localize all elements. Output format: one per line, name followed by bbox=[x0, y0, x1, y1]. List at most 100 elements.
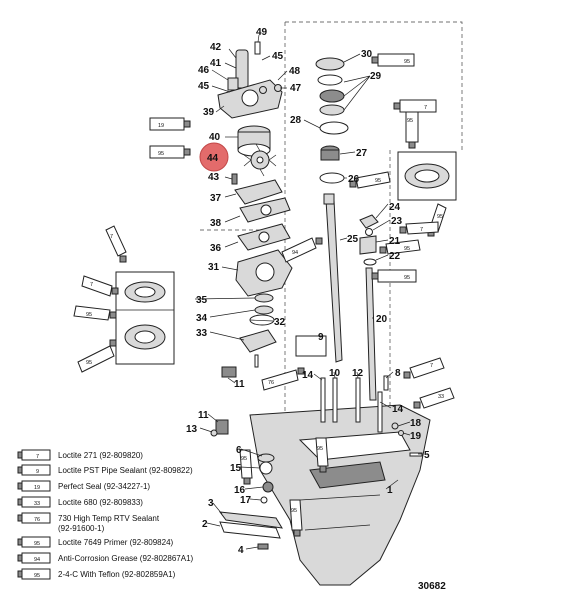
part-44-impeller bbox=[243, 143, 277, 177]
part-33-plate bbox=[239, 329, 277, 353]
svg-text:Loctite 271 (92-809820): Loctite 271 (92-809820) bbox=[58, 451, 143, 460]
callout-40: 40 bbox=[209, 132, 221, 143]
svg-text:76: 76 bbox=[268, 380, 274, 386]
tube-95-22: 95 bbox=[371, 269, 417, 283]
callout-4: 4 bbox=[238, 545, 244, 556]
callout-48: 48 bbox=[289, 66, 301, 77]
callout-20: 20 bbox=[376, 314, 388, 325]
callout-1: 1 bbox=[387, 485, 393, 496]
tube-7-inset: 7 bbox=[81, 275, 119, 297]
legend-row-2: 9 Loctite PST Pipe Sealant (92-809822) bbox=[17, 464, 193, 476]
svg-text:7: 7 bbox=[420, 227, 423, 233]
svg-text:2-4-C With Teflon (92-802859A1: 2-4-C With Teflon (92-802859A1) bbox=[58, 570, 176, 579]
callout-16: 16 bbox=[234, 485, 246, 496]
callout-42: 42 bbox=[210, 42, 222, 53]
svg-text:(92-91600-1): (92-91600-1) bbox=[58, 524, 105, 533]
part-4-screw bbox=[257, 543, 269, 550]
callout-28: 28 bbox=[290, 115, 302, 126]
sealant-legend: 7 Loctite 271 (92-809820) 9 Loctite PST … bbox=[17, 449, 194, 580]
svg-text:94: 94 bbox=[292, 250, 298, 256]
gearcase-housing bbox=[210, 335, 431, 586]
tube-95-44: 95 bbox=[149, 145, 191, 159]
svg-text:33: 33 bbox=[438, 394, 444, 400]
callout-18: 18 bbox=[410, 418, 422, 429]
callout-27: 27 bbox=[356, 148, 368, 159]
callout-46: 46 bbox=[198, 65, 210, 76]
callout-14: 14 bbox=[392, 404, 404, 415]
callout-26: 26 bbox=[348, 174, 360, 185]
tube-95-25: 94 bbox=[281, 237, 323, 263]
callout-19: 19 bbox=[410, 431, 422, 442]
callout-35: 35 bbox=[196, 295, 208, 306]
callout-17: 17 bbox=[240, 495, 252, 506]
svg-text:94: 94 bbox=[34, 557, 40, 563]
svg-text:95: 95 bbox=[86, 360, 92, 366]
callout-22: 22 bbox=[389, 251, 401, 262]
driveshaft-bearing-assembly bbox=[315, 57, 457, 401]
callout-2: 2 bbox=[202, 519, 208, 530]
part-43-key bbox=[231, 173, 238, 185]
callout-11: 11 bbox=[198, 410, 209, 421]
legend-row-1: 7 Loctite 271 (92-809820) bbox=[17, 449, 143, 461]
callout-41: 41 bbox=[210, 58, 222, 69]
part-35-seal bbox=[254, 293, 274, 303]
svg-text:7: 7 bbox=[110, 234, 113, 240]
part-10-stud bbox=[332, 377, 338, 423]
svg-text:7: 7 bbox=[36, 454, 39, 460]
part-46-grommet bbox=[227, 77, 239, 91]
callout-23: 23 bbox=[391, 216, 403, 227]
legend-row-8: 95 2-4-C With Teflon (92-802859A1) bbox=[17, 568, 176, 580]
tube-76: 76 bbox=[261, 367, 305, 391]
callout-12: 12 bbox=[352, 368, 364, 379]
part-24-nut bbox=[359, 214, 379, 229]
legend-row-3: 19 Perfect Seal (92-34227-1) bbox=[17, 480, 150, 492]
callout-47: 47 bbox=[290, 83, 302, 94]
tube-95-27: 95 bbox=[405, 111, 419, 149]
callout-labels: 49 42 45 41 46 45 48 47 39 40 44 43 37 3… bbox=[186, 27, 430, 556]
part-13-screw bbox=[210, 429, 218, 437]
tube-7-left: 7 bbox=[105, 225, 127, 263]
callout-45: 45 bbox=[272, 51, 284, 62]
tube-95-26: 95 bbox=[349, 171, 391, 189]
svg-text:76: 76 bbox=[34, 517, 40, 523]
svg-text:19: 19 bbox=[158, 123, 164, 129]
part-21-pinion bbox=[359, 235, 377, 255]
seal-inset bbox=[115, 271, 175, 365]
part-23-washer bbox=[365, 228, 373, 236]
callout-36: 36 bbox=[210, 243, 222, 254]
svg-text:95: 95 bbox=[86, 312, 92, 318]
callout-15: 15 bbox=[230, 463, 242, 474]
part-12-clip bbox=[221, 366, 237, 378]
part-29-race bbox=[317, 74, 343, 86]
part-16-seal bbox=[262, 481, 274, 493]
callout-33: 33 bbox=[196, 328, 208, 339]
figure-id: 30682 bbox=[418, 581, 446, 592]
svg-text:95: 95 bbox=[375, 178, 381, 184]
callout-11: 11 bbox=[234, 379, 245, 390]
svg-text:Loctite 680 (92-809833): Loctite 680 (92-809833) bbox=[58, 498, 143, 507]
callout-25: 25 bbox=[347, 234, 359, 245]
tube-95-inset: 95 bbox=[73, 305, 117, 321]
sealant-tubes: 95 7 95 95 95 95 7 95 94 19 95 7 7 95 95… bbox=[73, 53, 455, 537]
svg-text:Perfect Seal (92-34227-1): Perfect Seal (92-34227-1) bbox=[58, 482, 150, 491]
part-25-driveshaft bbox=[325, 199, 343, 363]
callout-29: 29 bbox=[370, 71, 382, 82]
callout-32: 32 bbox=[274, 317, 286, 328]
svg-text:95: 95 bbox=[34, 541, 40, 547]
part-30-cap bbox=[315, 57, 345, 71]
part-37-gasket bbox=[234, 179, 283, 205]
tube-7-24: 7 bbox=[399, 221, 439, 235]
svg-text:95: 95 bbox=[404, 275, 410, 281]
legend-row-6: 95 Loctite 7649 Primer (92-809824) bbox=[17, 536, 174, 548]
tube-95-21: 95 bbox=[379, 239, 421, 255]
part-22-washer bbox=[363, 258, 377, 266]
svg-text:95: 95 bbox=[241, 456, 247, 462]
callout-24: 24 bbox=[389, 202, 401, 213]
highlight-marker-44 bbox=[199, 142, 229, 172]
part-3-trim-tab bbox=[218, 511, 283, 529]
svg-text:95: 95 bbox=[34, 573, 40, 579]
callout-31: 31 bbox=[208, 262, 220, 273]
tube-95-6: 95 bbox=[239, 449, 253, 485]
part-17-washer bbox=[260, 496, 268, 504]
